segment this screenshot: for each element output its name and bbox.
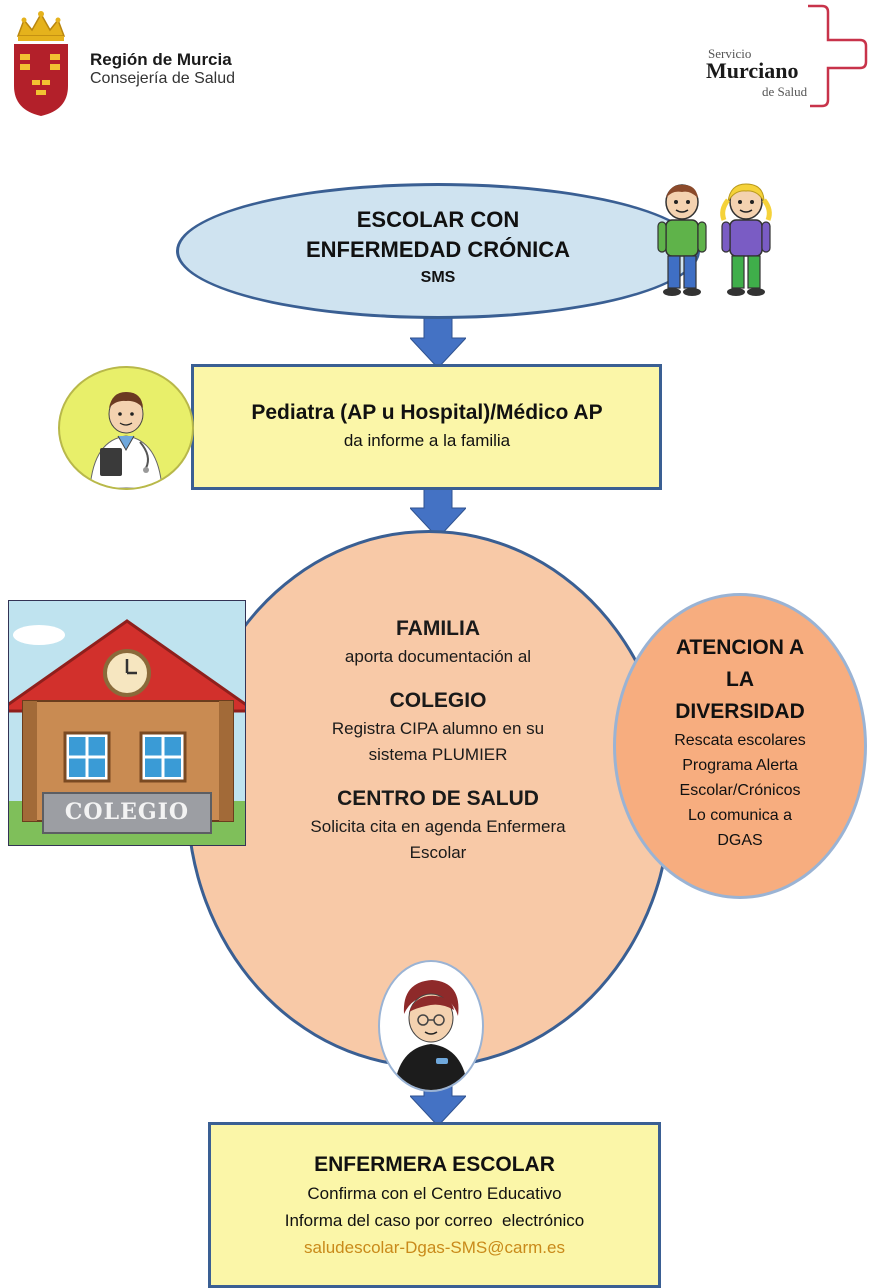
sms-logo: Servicio Murciano de Salud [700, 0, 872, 112]
nurse-avatar [378, 960, 484, 1092]
atencion-title3: DIVERSIDAD [675, 700, 805, 723]
sms-line3: de Salud [762, 84, 808, 99]
familia-text: FAMILIA aporta documentación al COLEGIO … [238, 614, 638, 866]
student-text: ESCOLAR CON ENFERMEDAD CRÓNICA SMS [256, 205, 620, 291]
enfermera-line2: Informa del caso por correo electrónico [284, 1211, 585, 1230]
familia-title: FAMILIA [396, 617, 480, 640]
atencion-text: ATENCION A LA DIVERSIDAD Rescata escolar… [622, 632, 858, 853]
enfermera-text: ENFERMERA ESCOLAR Confirma con el Centro… [214, 1150, 655, 1261]
pediatra-box [191, 364, 662, 490]
school-building-icon [9, 619, 245, 845]
region-murcia-logo: Región de Murcia Consejería de Salud [10, 6, 270, 118]
atencion-title2: LA [726, 668, 754, 691]
enfermera-title: ENFERMERA ESCOLAR [314, 1153, 555, 1176]
colegio-line2: sistema PLUMIER [368, 745, 508, 764]
region-name: Región de Murcia [90, 50, 232, 69]
centro-line2: Escolar [409, 843, 467, 862]
doctor-avatar [58, 366, 194, 490]
school-sign: COLEGIO [64, 799, 190, 825]
colegio-title: COLEGIO [389, 689, 487, 712]
atencion-circle [613, 593, 867, 899]
atencion-title1: ATENCION A [675, 636, 805, 659]
pediatra-title: Pediatra (AP u Hospital)/Médico AP [251, 401, 603, 424]
atencion-line3: Escolar/Crónicos [679, 782, 801, 799]
student-line2: ENFERMEDAD CRÓNICA [306, 237, 570, 262]
atencion-line5: DGAS [717, 832, 763, 849]
atencion-line1: Rescata escolares [674, 732, 806, 749]
student-line3: SMS [420, 269, 456, 286]
school-illustration: COLEGIO [8, 600, 246, 846]
sms-cross-logo-icon [808, 4, 868, 108]
region-murcia-shield-icon [14, 11, 68, 116]
nurse-icon [394, 980, 468, 1090]
familia-line: aporta documentación al [344, 647, 532, 666]
pediatra-subtitle: da informe a la familia [343, 431, 511, 450]
atencion-line4: Lo comunica a [687, 807, 793, 824]
department-name: Consejería de Salud [90, 70, 235, 87]
enfermera-box [208, 1122, 661, 1288]
arrow-down-1 [410, 316, 466, 368]
student-line1: ESCOLAR CON [356, 207, 520, 232]
centro-line1: Solicita cita en agenda Enfermera [310, 817, 566, 836]
atencion-line2: Programa Alerta [682, 757, 798, 774]
sms-line2: Murciano [706, 58, 799, 83]
sms-line1: Servicio [708, 46, 752, 61]
children-illustration-icon [657, 183, 772, 296]
contact-email-link[interactable]: saludescolar-Dgas-SMS@carm.es [303, 1238, 565, 1257]
pediatra-text: Pediatra (AP u Hospital)/Médico AP da in… [200, 398, 654, 454]
centro-title: CENTRO DE SALUD [337, 787, 539, 810]
arrow-down-2 [410, 488, 466, 538]
doctor-icon [89, 392, 163, 488]
colegio-line1: Registra CIPA alumno en su [331, 719, 545, 738]
enfermera-line1: Confirma con el Centro Educativo [307, 1184, 562, 1203]
